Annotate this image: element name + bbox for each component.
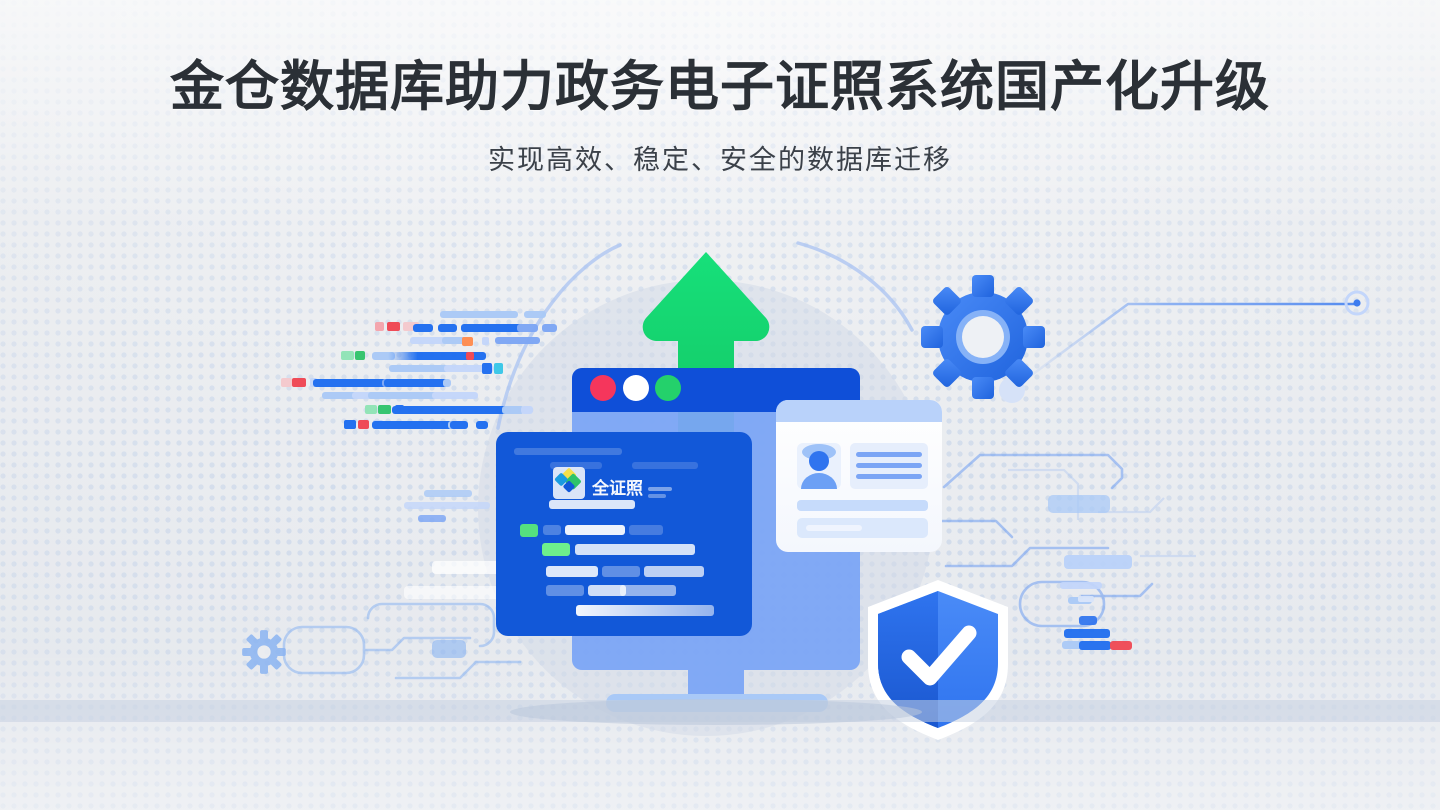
avatar bbox=[797, 443, 841, 489]
connector-line bbox=[999, 290, 1370, 403]
traffic-light-minimize bbox=[623, 375, 649, 401]
traffic-light-close bbox=[590, 375, 616, 401]
circuit-node-block bbox=[432, 640, 466, 658]
page-subtitle: 实现高效、稳定、安全的数据库迁移 bbox=[488, 145, 952, 176]
app-logo bbox=[553, 467, 585, 499]
app-card: 全证照 bbox=[496, 432, 752, 636]
code-bars-right bbox=[1060, 555, 1132, 650]
circuit-traces-left bbox=[282, 602, 522, 680]
header-block: 金仓数据库助力政务电子证照系统国产化升级 实现高效、稳定、安全的数据库迁移 bbox=[0, 58, 1440, 177]
app-logo-label: 全证照 bbox=[591, 478, 643, 499]
id-card bbox=[776, 400, 942, 552]
page-title: 金仓数据库助力政务电子证照系统国产化升级 bbox=[170, 57, 1270, 117]
traffic-light-maximize bbox=[655, 375, 681, 401]
gear-icon bbox=[242, 630, 286, 674]
ground-shadow bbox=[0, 699, 1440, 725]
gear-icon bbox=[921, 275, 1045, 399]
circuit-node-block bbox=[1048, 495, 1110, 513]
